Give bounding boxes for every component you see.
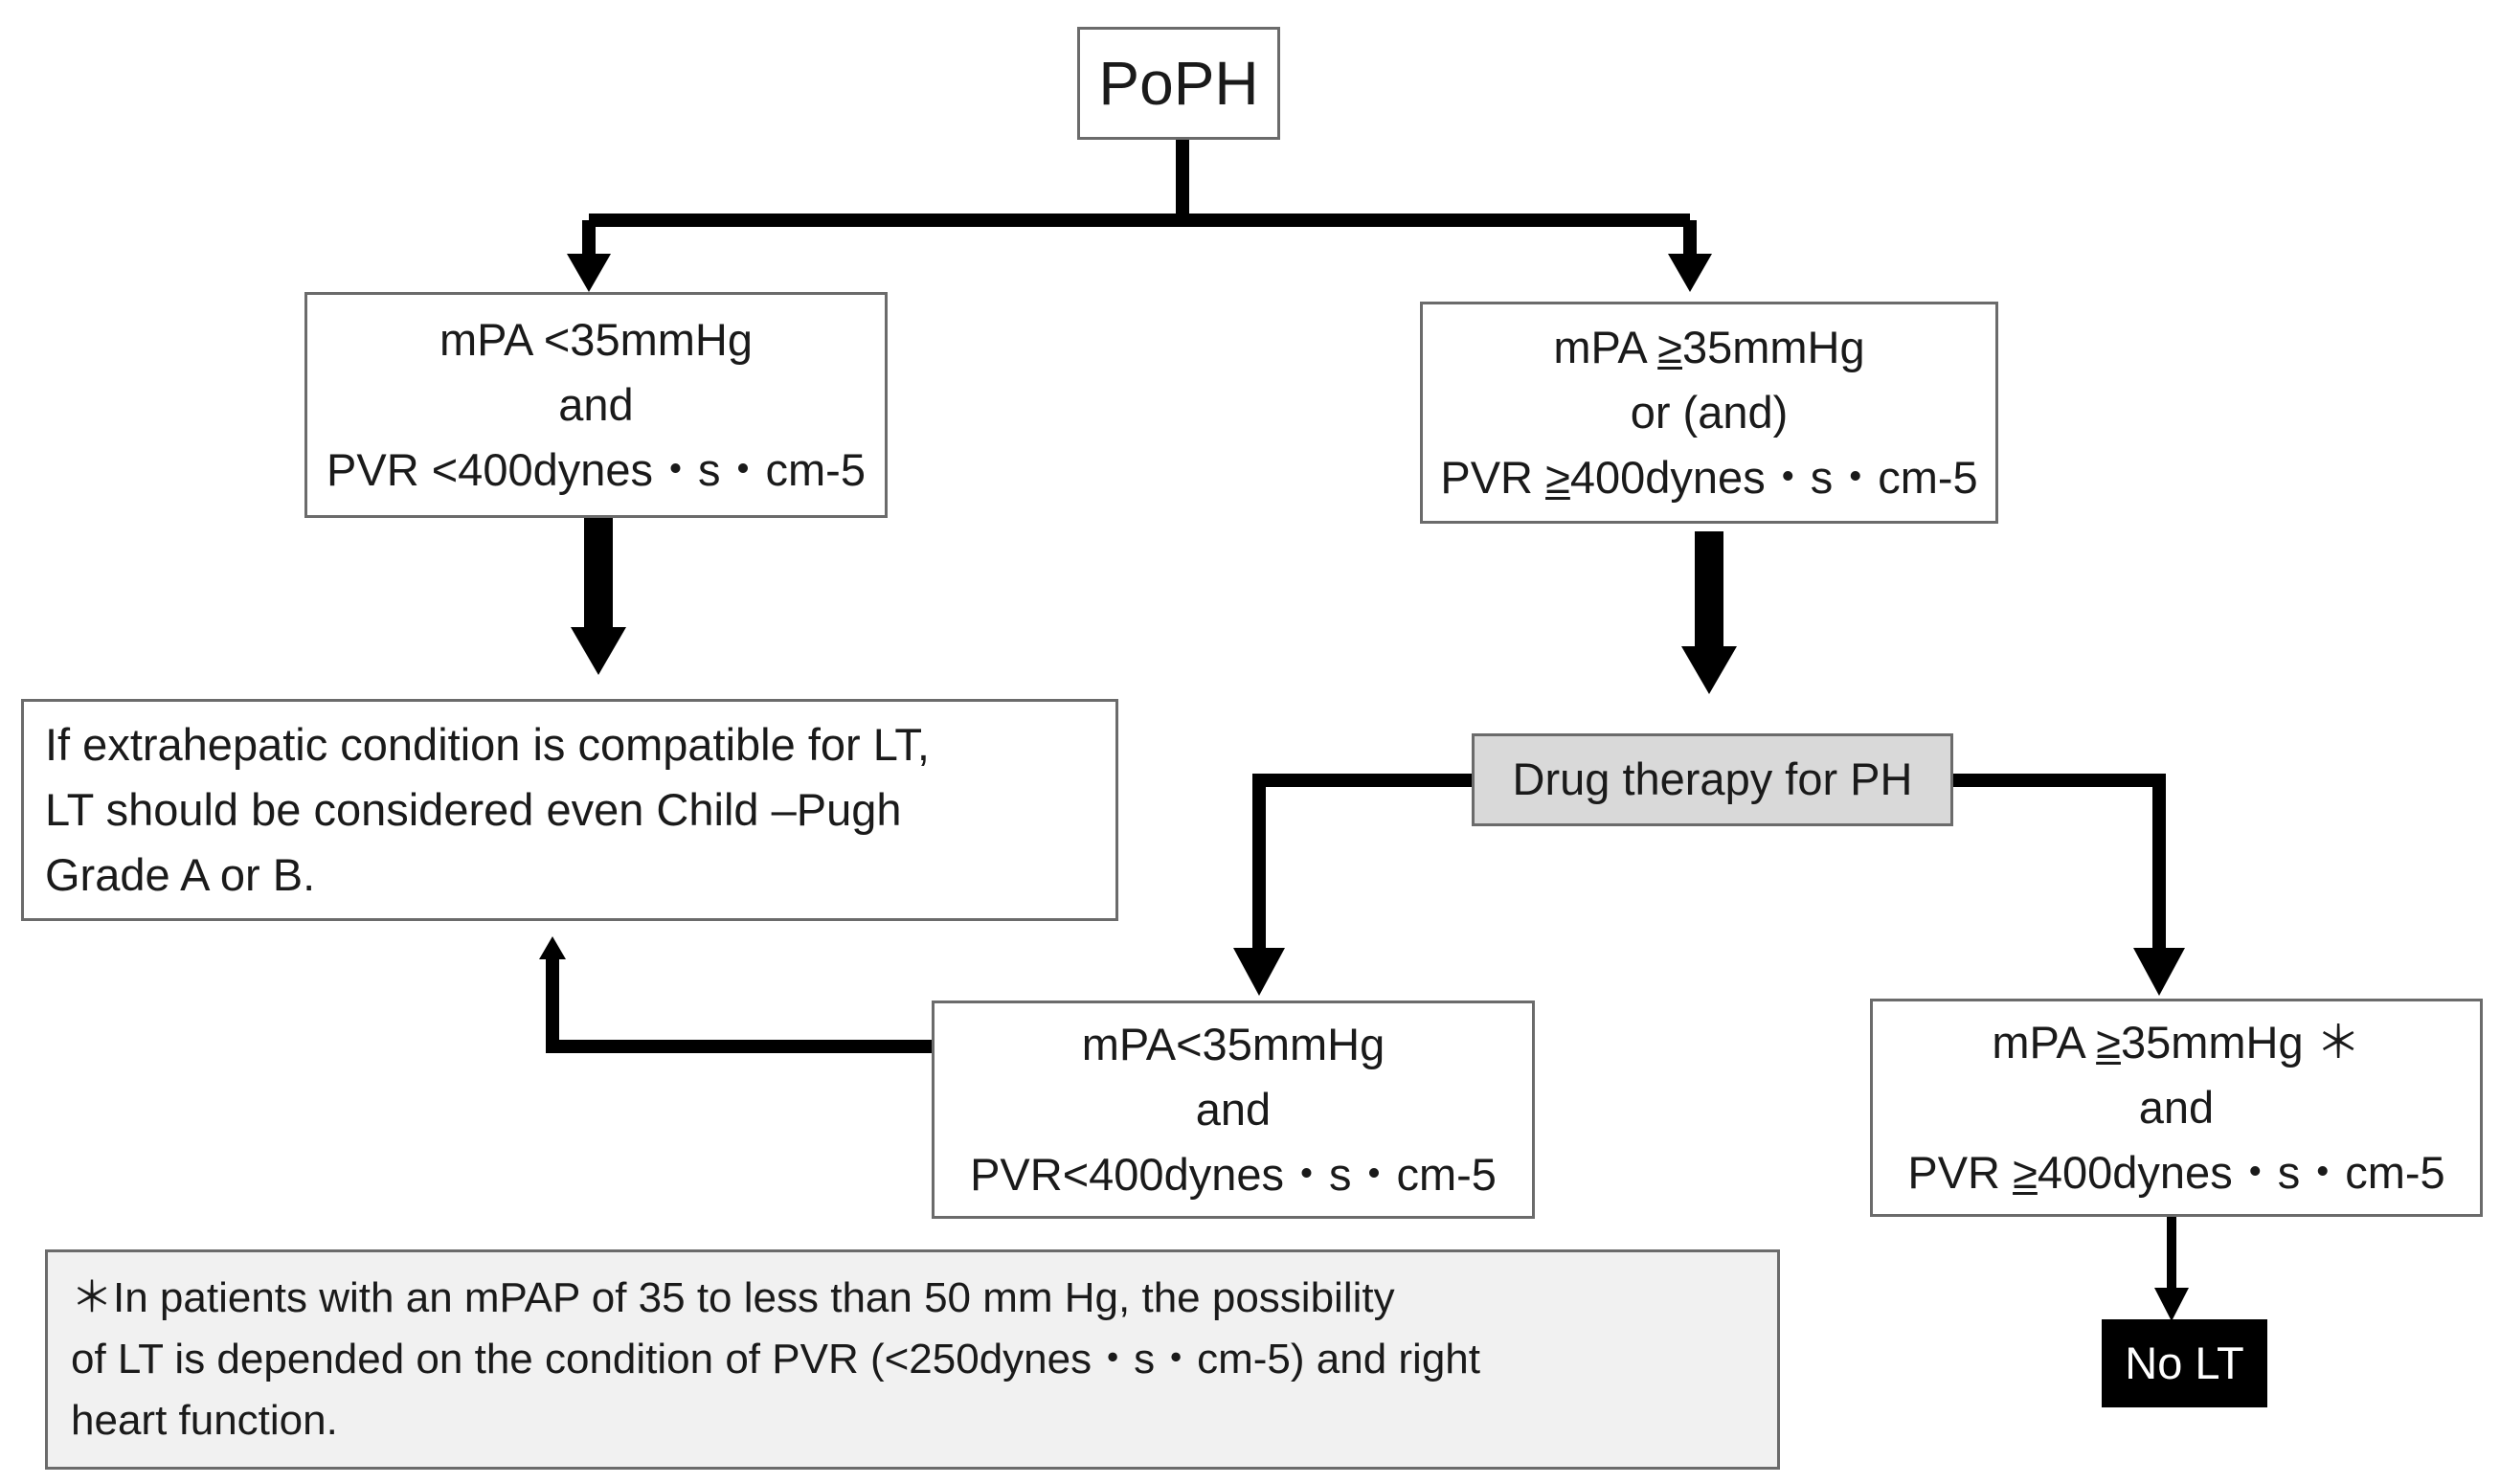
footnote-line3: heart function.: [71, 1396, 338, 1444]
footnote-line2: of LT is depended on the condition of PV…: [71, 1336, 1481, 1383]
drug-arrowhead: [1681, 646, 1737, 694]
low-pressure-line1: mPA <35mmHg: [439, 313, 753, 365]
drug-to-responder-connector: [1252, 774, 1472, 953]
low-pressure-node: mPA <35mmHg and PVR <400dynes・s・cm-5: [304, 292, 888, 518]
lt-consideration-line2: LT should be considered even Child –Pugh: [45, 783, 902, 835]
responder-node: mPA<35mmHg and PVR<400dynes・s・cm-5: [932, 1001, 1535, 1219]
root-node: PoPH: [1077, 27, 1280, 140]
high-pressure-line1: mPA ≥35mmHg: [1553, 321, 1865, 372]
drug-therapy-node: Drug therapy for PH: [1472, 733, 1953, 826]
footnote-box: ＊In patients with an mPAP of 35 to less …: [45, 1249, 1780, 1470]
nonresponder-arrowhead: [2133, 948, 2185, 996]
high-pressure-line2: or (and): [1630, 386, 1789, 438]
lt-consideration-line1: If extrahepatic condition is compatible …: [45, 718, 930, 770]
root-label: PoPH: [1098, 48, 1259, 118]
high-pressure-line3: PVR ≥400dynes・s・cm-5: [1440, 452, 1978, 504]
lt-arrowhead: [571, 627, 626, 675]
no-lt-node: No LT: [2102, 1319, 2267, 1407]
low-pressure-line2: and: [558, 378, 634, 430]
no-lt-label: No LT: [2125, 1337, 2244, 1388]
low-pressure-line3: PVR <400dynes・s・cm-5: [327, 444, 866, 496]
responder-to-lt-connector: [546, 957, 932, 1053]
responder-line1: mPA<35mmHg: [1081, 1018, 1385, 1069]
lt-consideration-node: If extrahepatic condition is compatible …: [21, 699, 1118, 921]
non-responder-line1: mPA ≥35mmHg ＊: [1992, 1016, 2361, 1068]
nolt-arrowhead: [2154, 1288, 2189, 1321]
responder-line2: and: [1195, 1083, 1272, 1135]
non-responder-line3: PVR ≥400dynes・s・cm-5: [1907, 1147, 2445, 1199]
lt-return-arrowhead: [539, 936, 566, 959]
responder-line3: PVR<400dynes・s・cm-5: [970, 1149, 1497, 1201]
non-responder-line2: and: [2138, 1081, 2215, 1133]
drug-to-nonresponder-connector: [1953, 774, 2166, 953]
footnote-line1: ＊In patients with an mPAP of 35 to less …: [71, 1274, 1395, 1322]
left-arrowhead: [567, 254, 611, 292]
lt-consideration-line3: Grade A or B.: [45, 849, 316, 901]
non-responder-node: mPA ≥35mmHg ＊ and PVR ≥400dynes・s・cm-5: [1870, 999, 2483, 1217]
drug-therapy-label: Drug therapy for PH: [1512, 753, 1913, 805]
right-arrowhead: [1668, 254, 1712, 292]
responder-arrowhead: [1233, 948, 1285, 996]
high-pressure-node: mPA ≥35mmHg or (and) PVR ≥400dynes・s・cm-…: [1420, 302, 1998, 524]
